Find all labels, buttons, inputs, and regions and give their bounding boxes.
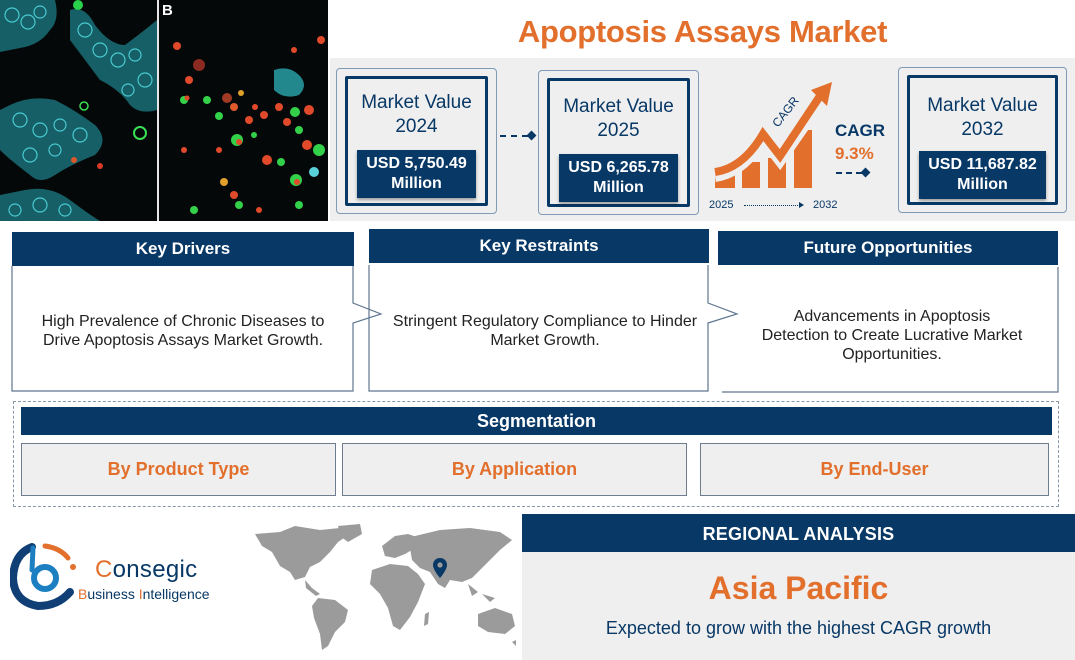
panel-label: B [162,2,173,19]
cagr-label: CAGR [835,121,886,140]
region-description: Expected to grow with the highest CAGR g… [605,618,992,638]
segmentation-header: Segmentation [21,407,1052,435]
connector-line [836,172,862,174]
market-value-card-2025: Market Value 2025 USD 6,265.78 Million [538,70,699,215]
microscopy-panel-b [159,0,328,221]
future-opportunities-header: Future Opportunities [718,231,1058,265]
market-value-title: Market Value 2024 [361,92,472,137]
location-pin-icon [433,558,447,578]
page-title: Apoptosis Assays Market [517,14,888,49]
connector-line [500,135,528,137]
market-value-amount: USD 11,687.82 Million [919,151,1046,199]
segmentation-frame [13,401,1059,507]
cagr-end-year: 2032 [813,199,838,211]
cagr-value: 9.3% [835,144,874,163]
cagr-start-year: 2025 [709,199,734,211]
future-opportunities-text: Advancements in Apoptosis Detection to C… [761,307,1023,363]
title-area: Apoptosis Assays Market [330,0,1075,58]
market-value-title: Market Value 2025 [563,96,674,141]
microscopy-panel-a [0,0,157,221]
connector-diamond-icon [526,130,537,141]
timeline-arrow-line [744,205,800,206]
cagr-growth-chart-icon: CAGR [708,80,838,200]
key-panels-outline [11,265,1059,393]
logo-name: Consegic [95,556,198,583]
key-drivers-header: Key Drivers [12,232,354,266]
market-value-card-2024: Market Value 2024 USD 5,750.49 Million [336,68,497,214]
microscopy-image: B [0,0,328,221]
market-value-title: Market Value 2032 [927,95,1038,140]
market-value-card-2032: Market Value 2032 USD 11,687.82 Million [898,67,1067,213]
connector-diamond-icon [860,167,871,178]
regional-analysis-body: Asia Pacific Expected to grow with the h… [522,552,1075,660]
market-values-band: Market Value 2024 USD 5,750.49 Million M… [330,58,1075,221]
consegic-logo: Consegic Business Intelligence [10,540,240,620]
panel-separator [157,0,159,221]
market-value-amount: USD 6,265.78 Million [559,154,678,202]
market-value-amount: USD 5,750.49 Million [357,150,476,198]
world-map [250,522,520,652]
regional-analysis-header: REGIONAL ANALYSIS [522,514,1075,552]
key-restraints-text: Stringent Regulatory Compliance to Hinde… [392,313,698,349]
logo-tagline: Business Intelligence [78,586,210,602]
key-drivers-text: High Prevalence of Chronic Diseases to D… [41,313,325,349]
market-value-frame: Market Value 2025 USD 6,265.78 Million [547,78,690,207]
logo-mark-icon [10,543,76,611]
segment-by-end-user[interactable]: By End-User [700,443,1049,496]
segment-by-product-type[interactable]: By Product Type [21,443,336,496]
timeline-arrow-icon [799,202,804,208]
segment-by-application[interactable]: By Application [342,443,687,496]
key-restraints-header: Key Restraints [369,229,709,263]
market-value-frame: Market Value 2024 USD 5,750.49 Million [345,76,488,206]
market-value-frame: Market Value 2032 USD 11,687.82 Million [907,75,1058,205]
region-name: Asia Pacific [708,570,889,606]
